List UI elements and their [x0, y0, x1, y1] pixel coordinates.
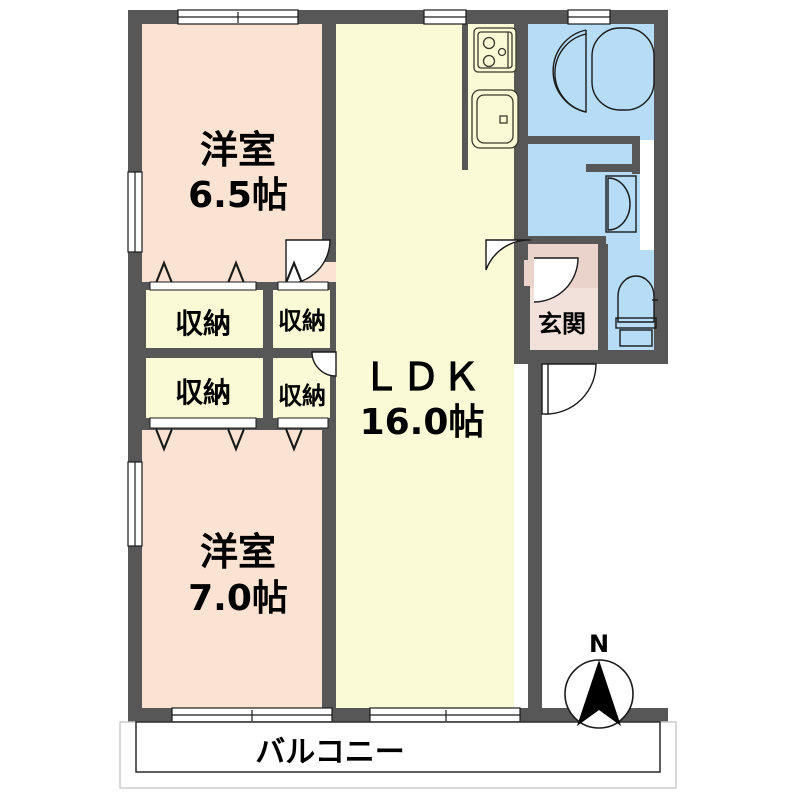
wall-closet-mid — [140, 348, 336, 358]
wall-washroom-right — [586, 164, 640, 172]
water-fixtures — [591, 27, 658, 347]
closet-door-marks — [155, 260, 303, 452]
door-toilet — [533, 257, 579, 303]
stove-inner — [477, 31, 513, 69]
closet-mark-4b — [155, 427, 173, 450]
burner-2 — [482, 54, 496, 68]
closet-mark-3b — [285, 262, 303, 285]
burner-3 — [497, 47, 507, 57]
door-genkan-entry-leaf — [541, 363, 549, 415]
closet-mark-2b — [227, 262, 245, 285]
washbasin-counter — [605, 175, 637, 233]
closet-4-opening — [277, 417, 329, 429]
bedroom-north-name: 洋室 — [200, 128, 276, 172]
closet-2-floor — [145, 358, 263, 420]
ldk-size: 16.0帖 — [360, 402, 485, 443]
wall-genkan-top — [514, 236, 524, 292]
closet-mark-6 — [285, 429, 303, 452]
closet-1-floor — [145, 288, 263, 350]
room-labels: 洋室 6.5帖 洋室 7.0帖 ＬＤＫ 16.0帖 収納 収納 収納 収納 玄関… — [175, 128, 586, 770]
wall-right-lower — [528, 350, 542, 722]
wall-closet-vert-mid — [263, 282, 273, 430]
closet-fills — [145, 288, 334, 420]
sink-icon — [471, 89, 519, 149]
ldk-name: ＬＤＫ — [362, 355, 482, 399]
wall-kitchen-left — [462, 22, 468, 170]
closet-mark-2 — [227, 260, 245, 283]
closet-2-opening — [149, 417, 257, 429]
closet-3-opening — [277, 281, 329, 291]
sink-basin — [476, 94, 514, 144]
wall-genkan-toilet — [598, 244, 608, 364]
closet-mark-4 — [155, 429, 173, 452]
wall-bath-vert — [632, 136, 640, 172]
genkan-label: 玄関 — [538, 310, 586, 338]
door-ldk-genkan — [485, 239, 533, 271]
wall-bedroom-north-ldk — [322, 10, 336, 262]
wall-genkan-left — [514, 286, 530, 364]
toilet-seat — [615, 317, 657, 329]
bedroom-south-name: 洋室 — [200, 530, 276, 574]
closet-mark-3 — [285, 260, 303, 283]
washbasin-icon — [607, 177, 631, 231]
bedroom-south-size: 7.0帖 — [188, 578, 288, 619]
stove-icon — [473, 27, 517, 73]
wall-bedroom-south-ldk — [322, 420, 336, 722]
compass-needle — [577, 660, 621, 726]
bedroom-south-floor — [140, 430, 336, 720]
door-genkan-entry — [545, 363, 597, 415]
closet-4-label: 収納 — [278, 382, 326, 410]
burner-1 — [482, 36, 496, 50]
closet-mark-1 — [155, 260, 173, 283]
wall-kitchen-bath — [514, 10, 528, 260]
fixtures — [471, 27, 519, 149]
balcony-inner — [135, 721, 661, 773]
sink-drain — [499, 115, 508, 124]
closet-mark-6b — [285, 427, 303, 450]
wall-left — [128, 10, 142, 722]
closet-1-label: 収納 — [175, 307, 231, 340]
closet-mark-5 — [227, 429, 245, 452]
closet-mark-1b — [155, 262, 173, 285]
bathtub-icon — [591, 27, 655, 111]
closet-3-label: 収納 — [278, 307, 326, 335]
wall-closet-vert-left — [140, 282, 146, 430]
door-bath-arc — [554, 33, 587, 113]
compass-north-label: N — [589, 630, 609, 658]
closet-openings — [149, 281, 329, 429]
door-closet-3 — [311, 351, 337, 377]
closet-3-floor — [272, 288, 334, 350]
closet-1-opening — [149, 281, 257, 291]
balcony-label: バルコニー — [255, 735, 404, 770]
bedroom-north-size: 6.5帖 — [188, 175, 288, 216]
toilet-icon — [617, 275, 655, 323]
north-compass: N — [564, 630, 634, 729]
closet-2-label: 収納 — [175, 376, 231, 409]
wall-bath-washroom — [528, 136, 640, 144]
wall-right-upper — [654, 10, 668, 364]
closet-mark-5b — [227, 427, 245, 450]
toilet-tank — [619, 329, 653, 347]
balcony-shape — [119, 721, 677, 789]
